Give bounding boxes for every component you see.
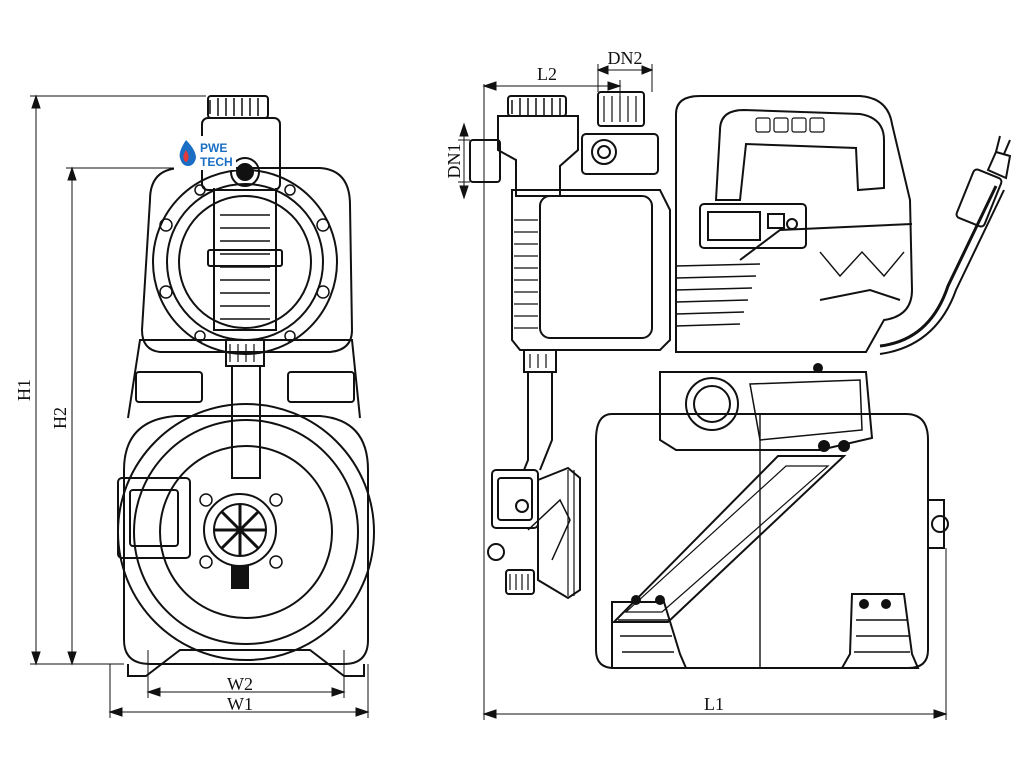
logo-flame-icon: [183, 150, 189, 162]
logo-line1: PWE: [200, 141, 227, 155]
side-view: [469, 91, 1012, 669]
front-tank-end-cap: [117, 403, 375, 661]
dim-label-h2: H2: [50, 407, 70, 429]
front-outlet-cap: [207, 95, 269, 119]
side-power-cable: [879, 185, 998, 348]
dim-label-dn2: DN2: [608, 48, 643, 68]
side-motor-body: [675, 95, 914, 353]
dim-label-l2: L2: [537, 64, 557, 84]
dim-label-w2: W2: [227, 674, 253, 694]
dim-label-h1: H1: [14, 379, 34, 401]
logo-drop-icon: [179, 140, 196, 166]
logo-line2: TECH: [200, 155, 233, 169]
front-tank-body: [123, 415, 369, 665]
side-pressure-tank: [595, 413, 929, 669]
side-inlet-cap: [507, 95, 567, 117]
dimension-lines: [30, 64, 948, 720]
pwe-tech-logo: PWE TECH: [174, 136, 236, 170]
front-impeller-cover: [152, 169, 338, 355]
front-motor-housing: [140, 167, 354, 353]
dim-label-dn1: DN1: [444, 144, 464, 179]
front-view: [117, 95, 375, 677]
side-carry-handle: [714, 108, 885, 201]
side-control-display: [699, 203, 807, 249]
dim-label-l1: L1: [704, 694, 724, 714]
dim-label-w1: W1: [227, 694, 253, 714]
